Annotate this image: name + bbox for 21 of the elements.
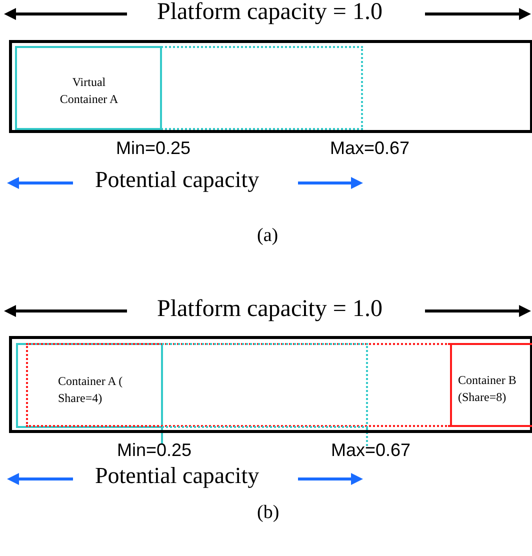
platform-box — [9, 336, 532, 433]
container-box — [450, 343, 532, 427]
platform-box — [9, 40, 532, 133]
container-label: Container B (Share=8) — [458, 372, 518, 406]
min-label: Min=0.25 — [117, 441, 192, 459]
max-label: Max=0.67 — [330, 139, 410, 157]
min-label: Min=0.25 — [116, 139, 191, 157]
potential-capacity-label: Potential capacity — [95, 168, 260, 191]
potential-capacity-box — [161, 46, 363, 130]
capacity-label: Platform capacity = 1.0 — [157, 0, 382, 24]
potential-capacity-label: Potential capacity — [95, 464, 260, 487]
max-label: Max=0.67 — [331, 441, 411, 459]
capacity-label: Platform capacity = 1.0 — [157, 297, 382, 321]
potential-capacity-box — [162, 343, 368, 428]
panel-label: (a) — [257, 226, 278, 245]
panel-label: (b) — [257, 503, 280, 522]
container-box — [16, 343, 163, 428]
container-box — [15, 46, 162, 130]
share-region-box — [26, 343, 450, 427]
container-label: Virtual Container A — [58, 74, 120, 108]
container-label: Container A ( Share=4) — [58, 373, 124, 407]
